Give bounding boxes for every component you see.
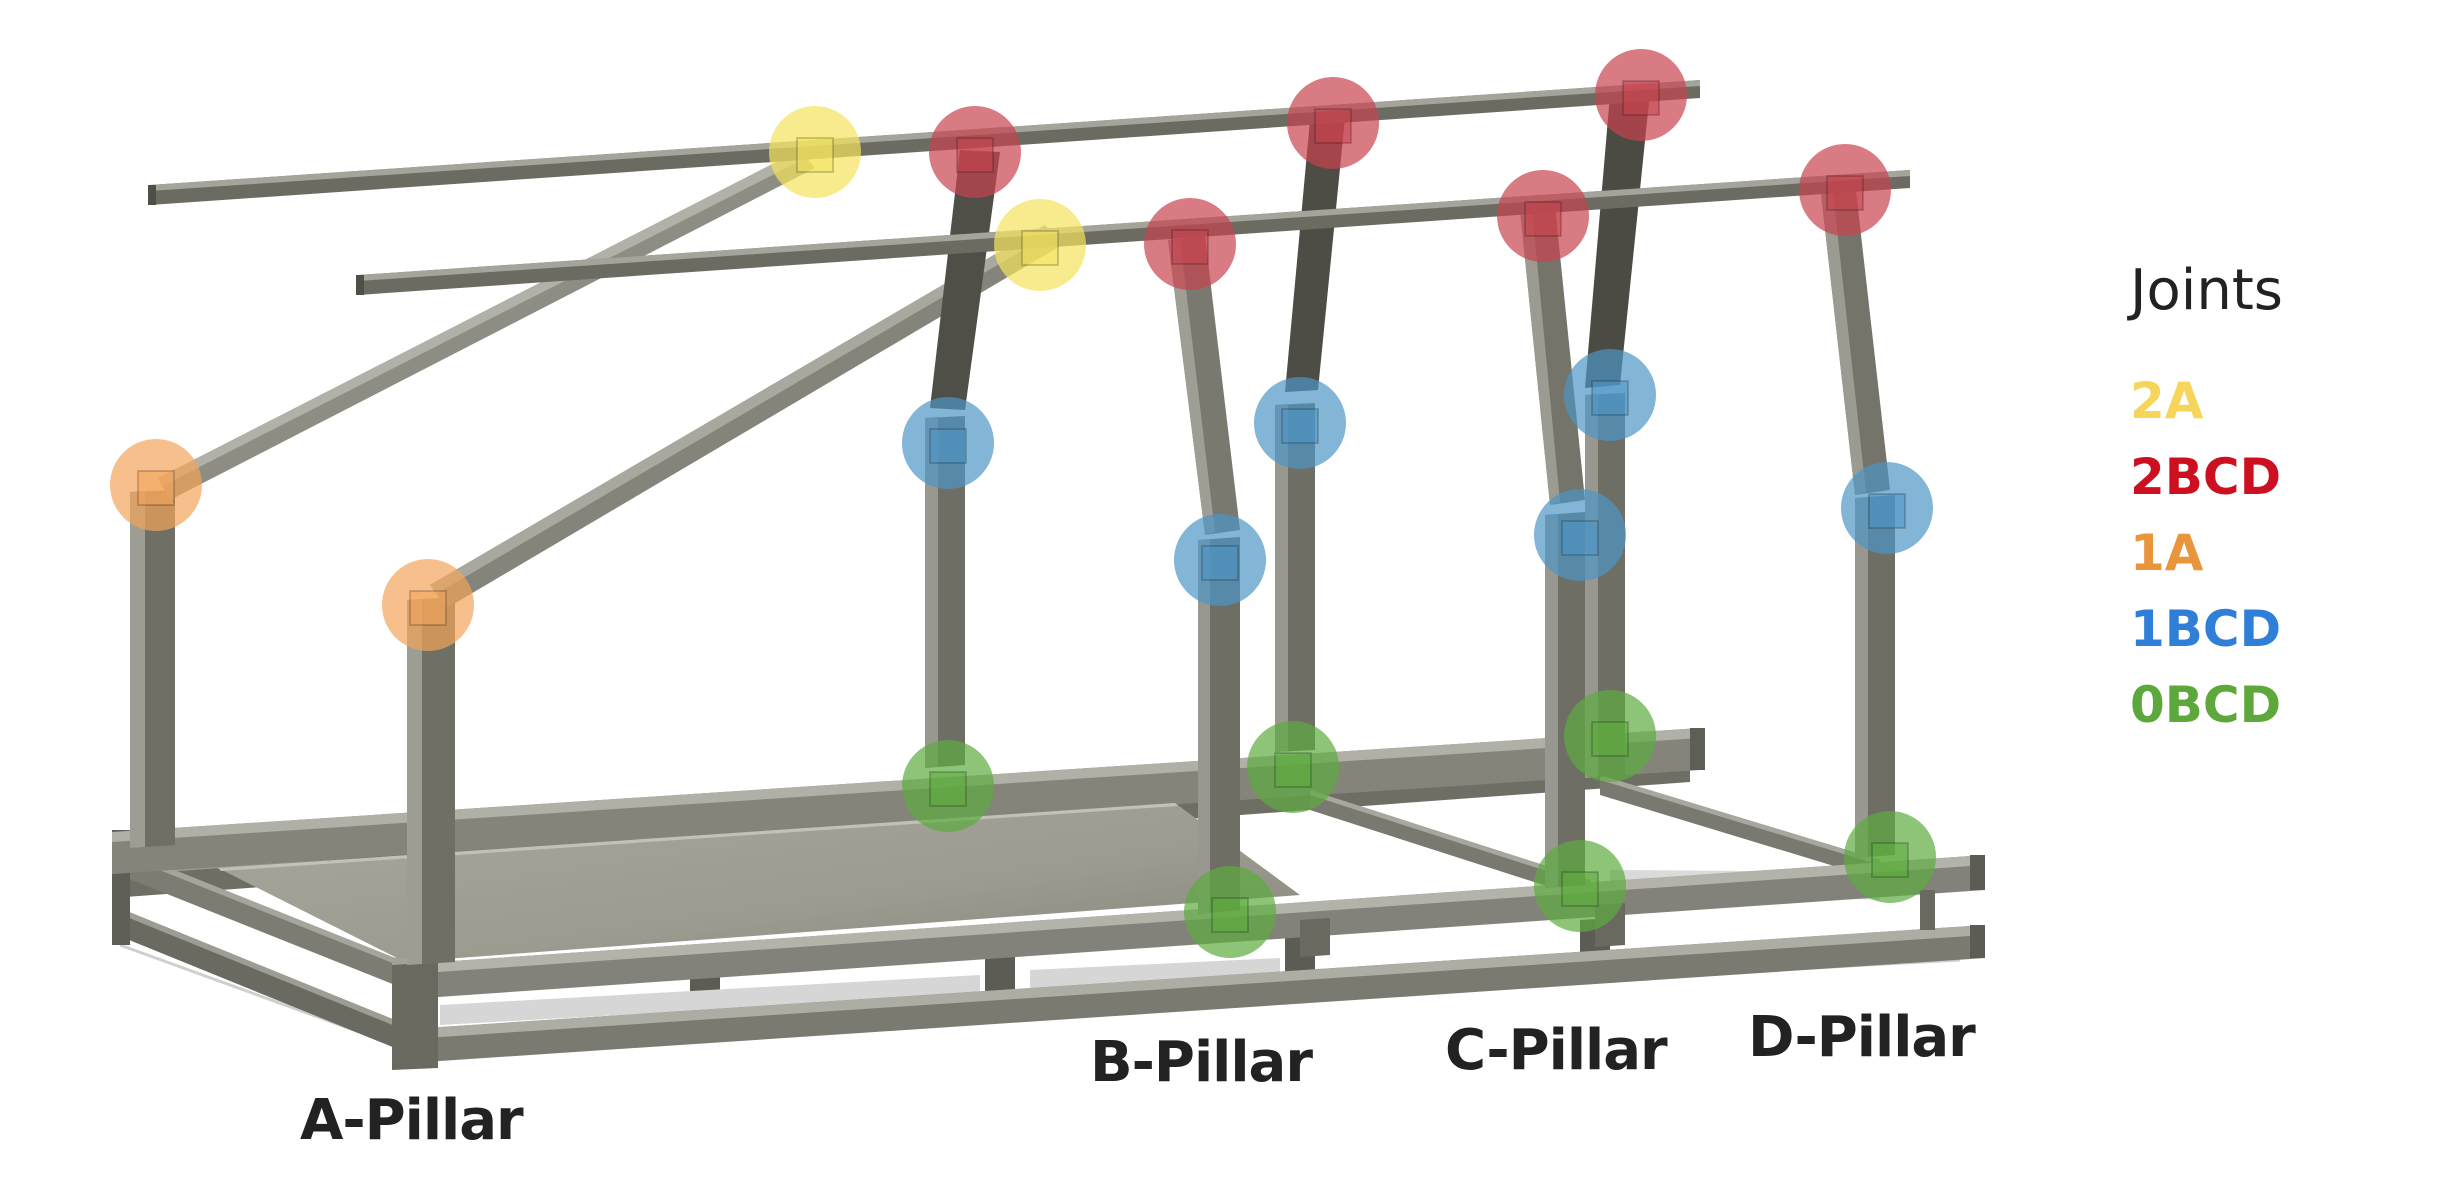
joint-tube-section (1826, 175, 1864, 211)
d-pillar-rear-upper (1585, 92, 1650, 388)
joints-legend: Joints 2A 2BCD 1A 1BCD 0BCD (2130, 258, 2430, 743)
joint-tube-section (1561, 871, 1599, 907)
base-frame (112, 728, 1985, 1070)
vertical-post (1300, 918, 1330, 957)
joint-tube-section (1591, 380, 1629, 416)
b-pillar-label: B-Pillar (1090, 1030, 1313, 1095)
joint-tube-section (409, 590, 447, 626)
floor-gap (440, 975, 980, 1025)
legend-title: Joints (2130, 258, 2283, 323)
left-side-rail-lower (112, 905, 395, 1048)
b-pillar-rear-upper (930, 150, 1000, 410)
joint-tube-section (1314, 108, 1352, 144)
floor-gap (1030, 958, 1280, 992)
joint-tube-section (1868, 493, 1906, 529)
pillars (130, 92, 1895, 965)
legend-item-2a: 2A (2130, 372, 2204, 430)
legend-item-1bcd: 1BCD (2130, 600, 2282, 658)
joint-tube-section (1622, 80, 1660, 116)
c-pillar-rear-upper (1285, 118, 1345, 392)
floor-panel (218, 803, 1300, 962)
left-side-rail-upper (112, 845, 395, 985)
joint-tube-section (1274, 752, 1312, 788)
joint-tube-section (929, 771, 967, 807)
legend-item-1a: 1A (2130, 524, 2204, 582)
joint-tube-section (1021, 230, 1059, 266)
joint-markers (110, 49, 1936, 958)
joint-tube-section (1524, 201, 1562, 237)
legend-item-0bcd: 0BCD (2130, 676, 2282, 734)
joint-tube-section (1171, 229, 1209, 265)
joint-tube-section (1211, 897, 1249, 933)
d-pillar-label: D-Pillar (1748, 1005, 1976, 1070)
joint-tube-section (1281, 408, 1319, 444)
c-pillar-label: C-Pillar (1445, 1018, 1668, 1083)
joint-tube-section (137, 470, 175, 506)
floor-crossmember (985, 948, 1015, 992)
a-pillar-label: A-Pillar (300, 1088, 524, 1153)
a-pillar-front-diagonal (430, 225, 1062, 608)
legend-item-2bcd: 2BCD (2130, 448, 2282, 506)
front-right-corner (1920, 890, 1935, 930)
joint-tube-section (1561, 520, 1599, 556)
front-left-corner (392, 955, 438, 1070)
joint-tube-section (1201, 545, 1239, 581)
joint-tube-section (929, 428, 967, 464)
a-pillar-rear-diagonal (158, 150, 815, 500)
joint-tube-section (1871, 842, 1909, 878)
joint-tube-section (1591, 721, 1629, 757)
joint-tube-section (796, 137, 834, 173)
joint-tube-section (956, 137, 994, 173)
